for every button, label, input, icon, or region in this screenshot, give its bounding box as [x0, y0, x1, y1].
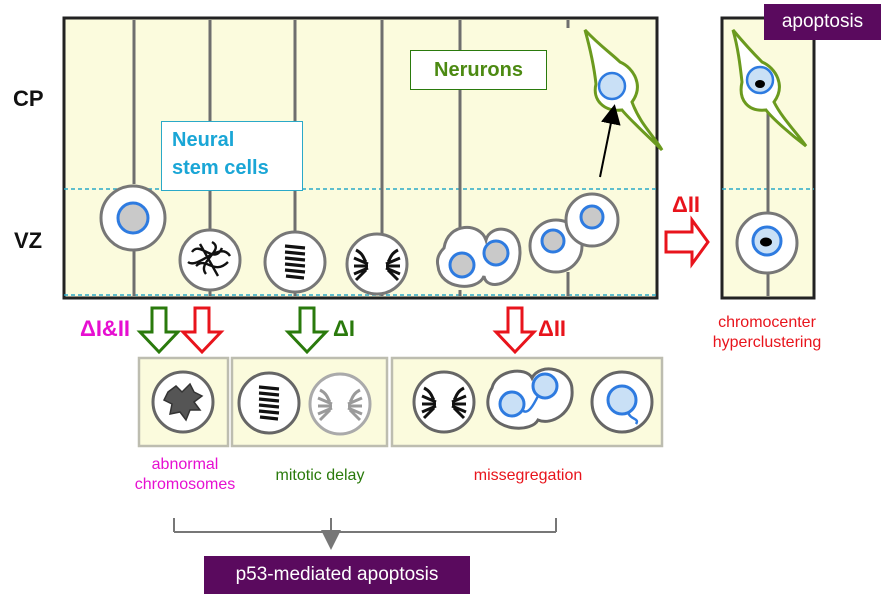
bracket-connector [173, 518, 557, 550]
stem-cell-metaphase [263, 230, 327, 294]
red-down-arrow-2 [492, 306, 538, 355]
p53-apoptosis-badge: p53-mediated apoptosis [204, 556, 470, 594]
neural-stem-cells-label: Neural stem cells [161, 121, 303, 191]
chromocenter-line-1: chromocenter [718, 314, 816, 331]
cp-zone-label: CP [13, 86, 44, 111]
delta-ii-right-label: ΔII [672, 192, 701, 217]
stem-cell-prophase [178, 228, 242, 292]
abnormal-line-2: chromosomes [134, 476, 236, 493]
vz-zone-label: VZ [14, 228, 43, 253]
missegregation-caption: missegregation [473, 467, 583, 484]
delta-i-label: ΔI [333, 316, 355, 341]
red-down-arrow-1 [179, 306, 225, 355]
mitotic-delay-box [230, 356, 389, 448]
stem-cell-interphase [99, 184, 167, 252]
migration-arrow [599, 104, 621, 178]
green-down-arrow-1 [136, 306, 182, 355]
abnormal-chromosomes-caption: abnormal chromosomes [110, 455, 260, 495]
delta-i-ii-label: ΔI&II [80, 316, 131, 341]
missegregation-box [390, 356, 664, 448]
apoptosis-panel [720, 16, 816, 300]
red-hollow-arrow-right [664, 215, 710, 269]
green-down-arrow-2 [284, 306, 330, 355]
abnormal-line-1: abnormal [151, 456, 219, 473]
neurons-label: Nerurons [410, 50, 547, 90]
delta-ii-label: ΔII [538, 316, 567, 341]
mitotic-delay-caption: mitotic delay [275, 467, 365, 484]
stem-cell-daughters [528, 192, 620, 274]
stem-cell-anaphase [345, 232, 409, 296]
stem-label-line-2: stem cells [172, 157, 269, 179]
stem-cell-cytokinesis [436, 225, 522, 288]
neuron [583, 28, 664, 152]
chromocenter-line-2: hyperclustering [712, 334, 822, 351]
stem-label-line-1: Neural [172, 129, 235, 151]
chromocenter-caption: chromocenter hyperclustering [692, 313, 842, 353]
apoptosis-badge: apoptosis [764, 4, 881, 40]
abnormal-chromosomes-box [137, 356, 230, 448]
